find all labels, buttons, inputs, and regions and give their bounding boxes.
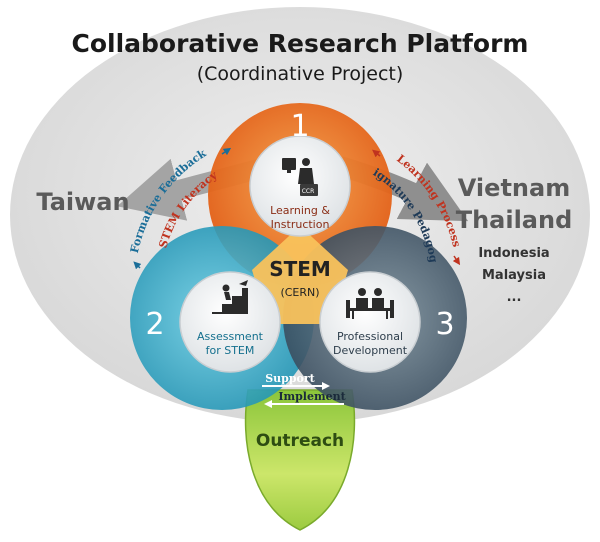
page-subtitle: (Coordinative Project): [197, 63, 404, 85]
outreach-shape: [244, 389, 356, 531]
inner-circle-assessment: [179, 271, 281, 373]
region-taiwan: Taiwan: [36, 188, 129, 216]
stem-label: STEM: [269, 257, 331, 281]
region-malaysia: Malaysia: [482, 268, 546, 283]
signature-pedagogy-arrow: [452, 255, 461, 266]
formative-feedback-arrow: [133, 261, 142, 270]
label-learning-line1: Learning &: [270, 204, 330, 217]
inner-circle-professional: [319, 271, 421, 373]
region-more: ...: [507, 290, 522, 305]
page-title: Collaborative Research Platform: [72, 29, 529, 58]
label-professional-line2: Development: [333, 344, 408, 357]
icon-ccr-text: CCR: [302, 188, 315, 195]
outreach-label: Outreach: [256, 431, 344, 451]
label-learning-line2: Instruction: [271, 218, 330, 231]
stem-literacy-arrow: [221, 147, 232, 156]
region-indonesia: Indonesia: [478, 246, 549, 261]
component-number-1: 1: [290, 109, 309, 144]
support-label: Support: [265, 372, 315, 385]
region-thailand: Thailand: [456, 206, 573, 234]
label-assessment-line1: Assessment: [197, 330, 264, 343]
region-vietnam: Vietnam: [458, 174, 570, 202]
component-number-3: 3: [435, 307, 454, 342]
teacher-computer-icon: [282, 158, 318, 196]
stem-core: [252, 226, 348, 324]
implement-label: Implement: [278, 390, 346, 403]
stairs-climber-icon: [212, 280, 248, 314]
learning-process-arrow: [372, 149, 381, 158]
label-professional-line1: Professional: [337, 330, 403, 343]
meeting-table-icon: [346, 288, 394, 319]
label-assessment-line2: for STEM: [206, 344, 255, 357]
component-number-2: 2: [145, 307, 164, 342]
cern-label: (CERN): [280, 286, 319, 299]
